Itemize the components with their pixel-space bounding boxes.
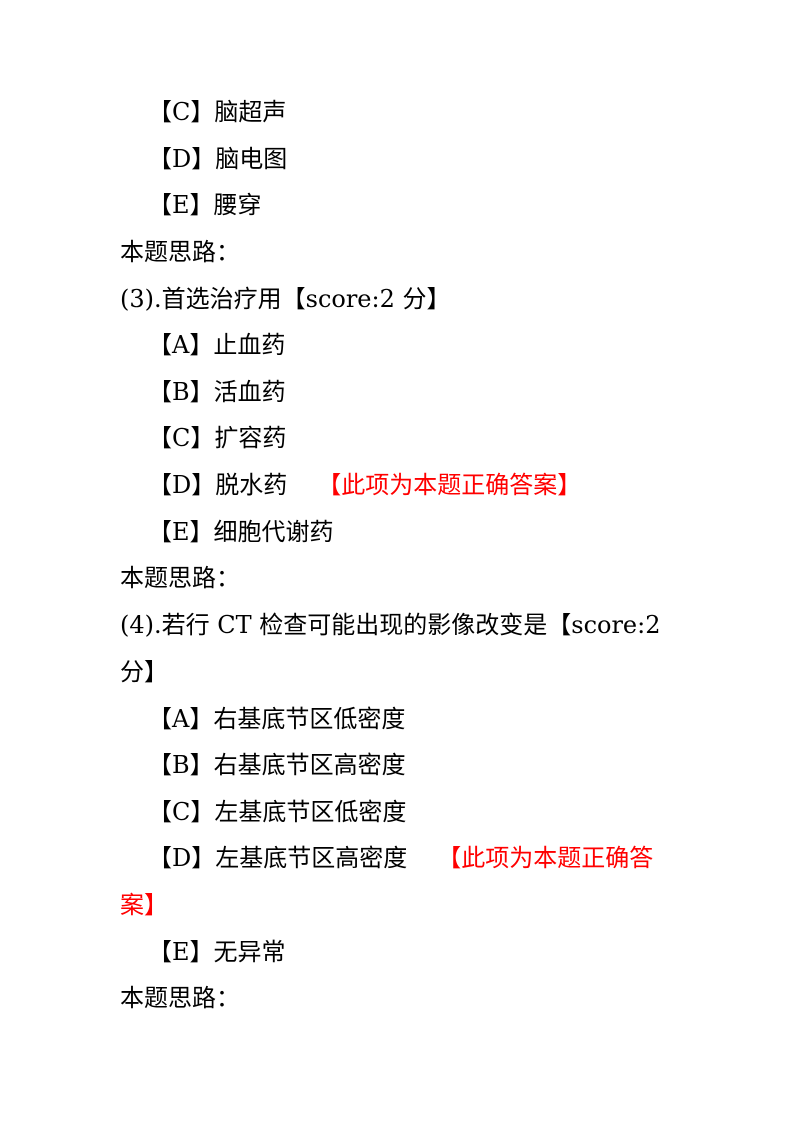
q4-stem-line1: (4).若行 CT 检查可能出现的影像改变是【score:2 (120, 611, 661, 639)
option-label: 【D】 (148, 471, 216, 499)
option-label: 【C】 (148, 798, 215, 826)
q4-option-b: 【B】右基底节区高密度 (148, 750, 406, 780)
option-label: 【D】 (148, 844, 216, 872)
q3-stem: (3).首选治疗用【score:2 分】 (120, 285, 451, 313)
q2-option-c: 【C】脑超声 (148, 97, 286, 127)
correct-answer-tag: 【此项为本题正确答 (437, 844, 654, 872)
q3-option-c: 【C】扩容药 (148, 423, 286, 453)
q4-analysis-label: 本题思路： (120, 984, 240, 1012)
q4-option-c: 【C】左基底节区低密度 (148, 797, 406, 827)
q4-option-d: 【D】左基底节区高密度 【此项为本题正确答 (148, 843, 653, 873)
option-text: 扩容药 (214, 424, 287, 452)
option-text: 左基底节区低密度 (214, 798, 407, 826)
q4-option-a: 【A】右基底节区低密度 (148, 704, 405, 734)
option-label: 【D】 (148, 145, 216, 173)
q3-option-a: 【A】止血药 (148, 330, 285, 360)
correct-answer-tag: 【此项为本题正确答案】 (317, 471, 582, 499)
option-text: 细胞代谢药 (213, 518, 334, 546)
q3-option-e: 【E】细胞代谢药 (148, 517, 334, 547)
q3-option-d: 【D】脱水药 【此项为本题正确答案】 (148, 470, 581, 500)
option-text: 脑超声 (214, 98, 287, 126)
q2-option-e: 【E】腰穿 (148, 190, 262, 220)
q2-analysis-label: 本题思路： (120, 238, 240, 266)
q3-option-b: 【B】活血药 (148, 377, 286, 407)
q4-option-e: 【E】无异常 (148, 937, 286, 967)
q3-analysis-label: 本题思路： (120, 564, 240, 592)
q4-stem-line2: 分】 (120, 658, 168, 686)
option-label: 【A】 (148, 705, 214, 733)
option-label: 【A】 (148, 331, 214, 359)
option-text: 右基底节区低密度 (213, 705, 406, 733)
option-text: 止血药 (213, 331, 286, 359)
correct-answer-tag-continued: 案】 (120, 891, 168, 919)
option-label: 【B】 (148, 751, 214, 779)
option-text: 无异常 (213, 938, 286, 966)
option-label: 【C】 (148, 424, 215, 452)
option-label: 【E】 (148, 938, 214, 966)
option-label: 【B】 (148, 378, 214, 406)
option-text: 活血药 (213, 378, 286, 406)
option-label: 【C】 (148, 98, 215, 126)
option-label: 【E】 (148, 518, 214, 546)
option-label: 【E】 (148, 191, 214, 219)
option-text: 腰穿 (213, 191, 262, 219)
option-text: 脑电图 (215, 145, 288, 173)
option-text: 左基底节区高密度 (215, 844, 408, 872)
q2-option-d: 【D】脑电图 (148, 144, 287, 174)
option-text: 右基底节区高密度 (213, 751, 406, 779)
option-text: 脱水药 (215, 471, 288, 499)
